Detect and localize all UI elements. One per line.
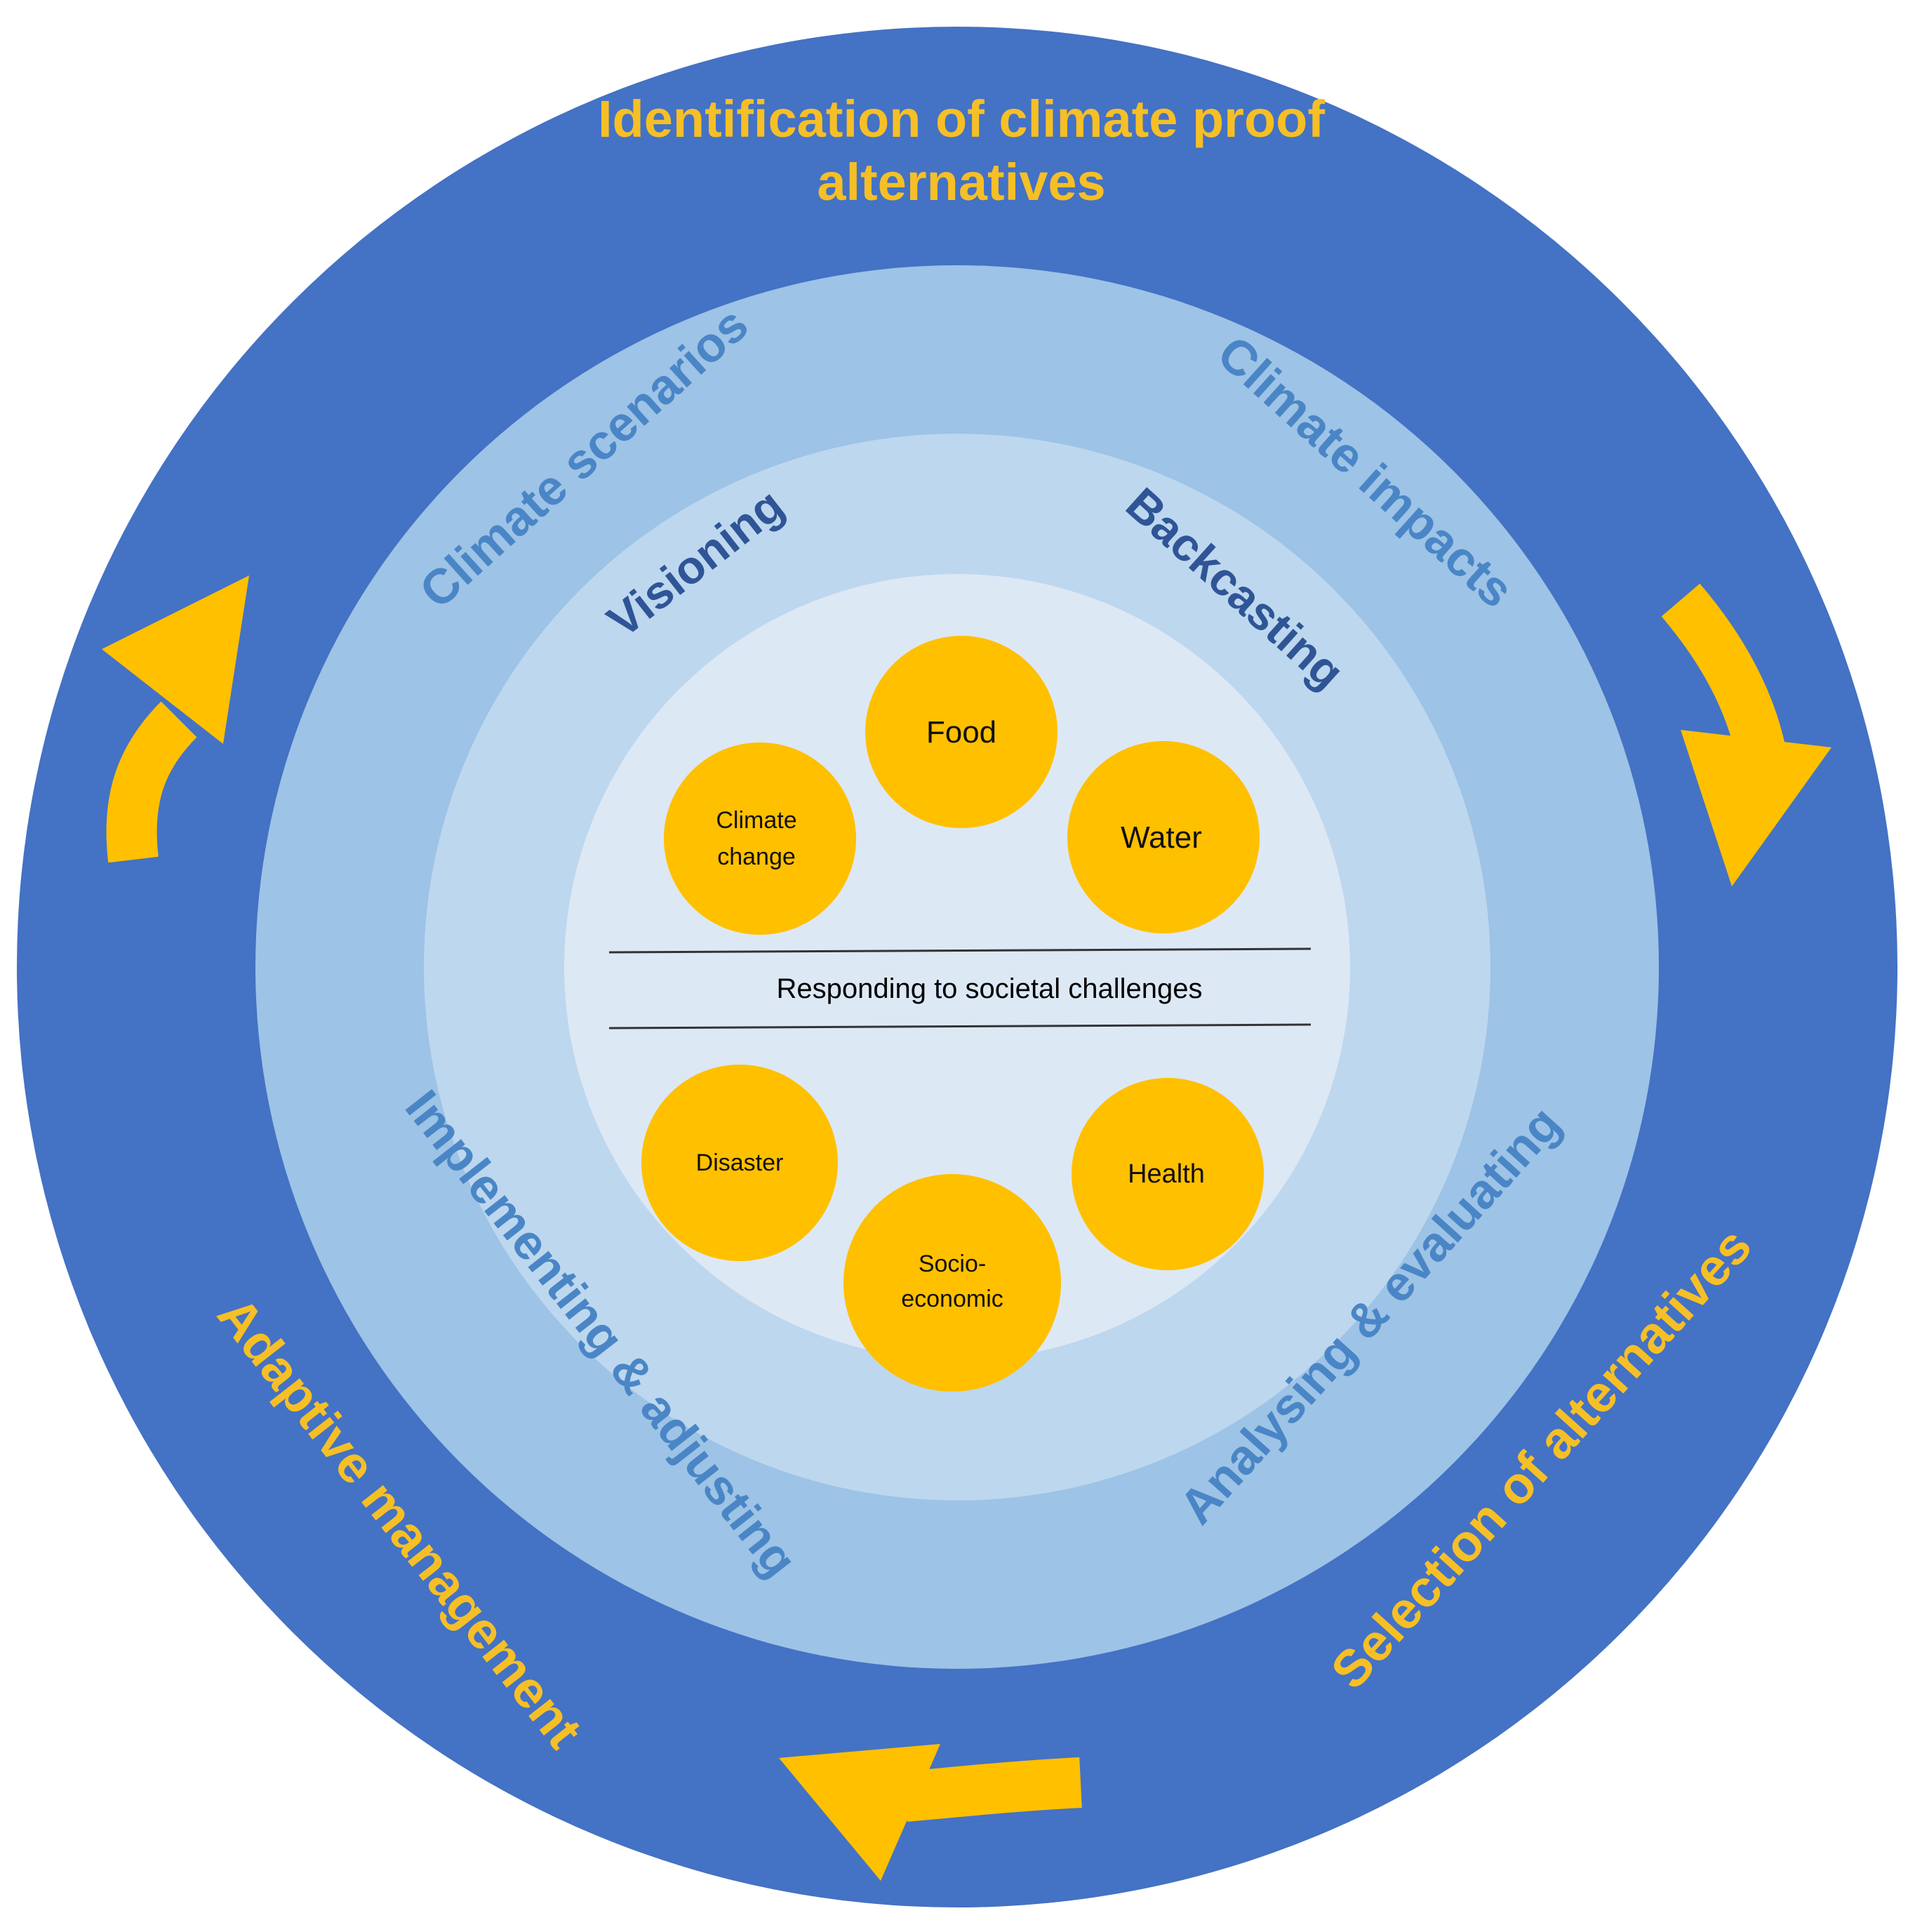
challenge-water-label: Water <box>1121 820 1202 855</box>
challenge-food: Food <box>865 636 1057 828</box>
arrow-right-down-icon <box>1661 583 1831 886</box>
challenge-socio-economic: Socio- economic <box>843 1174 1061 1392</box>
challenge-food-label: Food <box>926 715 996 750</box>
outer-label-top-line1: Identification of climate proof <box>598 90 1325 148</box>
arrow-bottom-left-icon <box>779 1744 1082 1881</box>
center-divider-top <box>608 947 1312 954</box>
challenge-health: Health <box>1072 1078 1264 1270</box>
challenge-disaster: Disaster <box>641 1065 838 1261</box>
challenge-climate-change: Climate change <box>664 742 856 935</box>
center-label: Responding to societal challenges <box>776 973 1202 1004</box>
challenge-water: Water <box>1067 741 1260 933</box>
challenge-climate-change-label-line2: change <box>717 844 796 870</box>
challenge-socio-economic-label-line1: Socio- <box>919 1251 986 1277</box>
challenge-health-label: Health <box>1128 1159 1205 1189</box>
challenge-disaster-label: Disaster <box>696 1150 784 1176</box>
challenge-socio-economic-label-line2: economic <box>901 1286 1003 1312</box>
outer-label-top-line2: alternatives <box>817 153 1105 211</box>
center-divider-bottom <box>608 1023 1312 1030</box>
arrow-left-up-icon <box>102 575 249 863</box>
challenge-climate-change-label-line1: Climate <box>716 807 796 834</box>
